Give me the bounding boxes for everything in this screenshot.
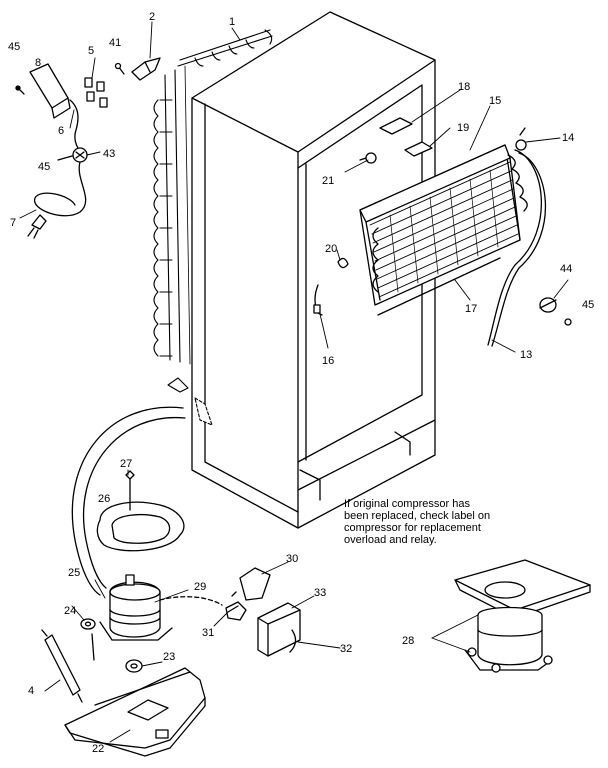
label-30: 30 (286, 553, 298, 565)
label-7: 7 (10, 217, 16, 229)
label-2: 2 (149, 11, 155, 23)
label-4: 4 (28, 685, 34, 697)
note-line: been replaced, check label on (344, 510, 491, 522)
label-24: 24 (64, 605, 76, 617)
label-25: 25 (68, 567, 80, 579)
note-line: overload and relay. (344, 534, 437, 546)
label-41: 41 (109, 37, 121, 49)
label-5: 5 (88, 45, 94, 57)
label-32: 32 (340, 643, 352, 655)
label-1: 1 (229, 16, 235, 28)
replacement-compressor (454, 559, 591, 673)
label-33: 33 (314, 587, 326, 599)
label-28: 28 (402, 635, 414, 647)
label-44: 44 (560, 263, 572, 275)
label-16: 16 (322, 355, 334, 367)
label-18: 18 (458, 81, 470, 93)
label-14: 14 (562, 132, 574, 144)
label-45-right: 45 (582, 299, 594, 311)
label-22: 22 (92, 743, 104, 755)
label-43: 43 (103, 148, 115, 160)
evaporator-coil (359, 127, 547, 347)
condenser-coil (153, 29, 273, 426)
label-45-mid: 45 (38, 161, 50, 173)
label-31: 31 (202, 627, 214, 639)
label-21: 21 (322, 175, 334, 187)
note-line: If original compressor has (344, 498, 470, 510)
label-23: 23 (163, 651, 175, 663)
leader-lines (19, 21, 569, 743)
control-parts-upper-left (15, 57, 161, 239)
replacement-note: If original compressor has been replaced… (344, 498, 544, 546)
label-27: 27 (120, 458, 132, 470)
small-parts-cabinet (313, 117, 572, 326)
label-8: 8 (35, 57, 41, 69)
label-29: 29 (194, 581, 206, 593)
relay-overload-parts (159, 567, 301, 657)
label-45-top: 45 (8, 41, 20, 53)
label-20: 20 (325, 243, 337, 255)
label-15: 15 (489, 95, 501, 107)
label-17: 17 (465, 303, 477, 315)
compressor-assembly (41, 406, 206, 757)
label-26: 26 (98, 493, 110, 505)
label-13: 13 (520, 349, 532, 361)
part-labels: 1 2 4 5 6 7 8 13 14 15 16 17 18 19 20 21… (8, 11, 594, 755)
note-line: compressor for replacement (344, 522, 481, 534)
label-19: 19 (457, 122, 469, 134)
label-6: 6 (58, 125, 64, 137)
